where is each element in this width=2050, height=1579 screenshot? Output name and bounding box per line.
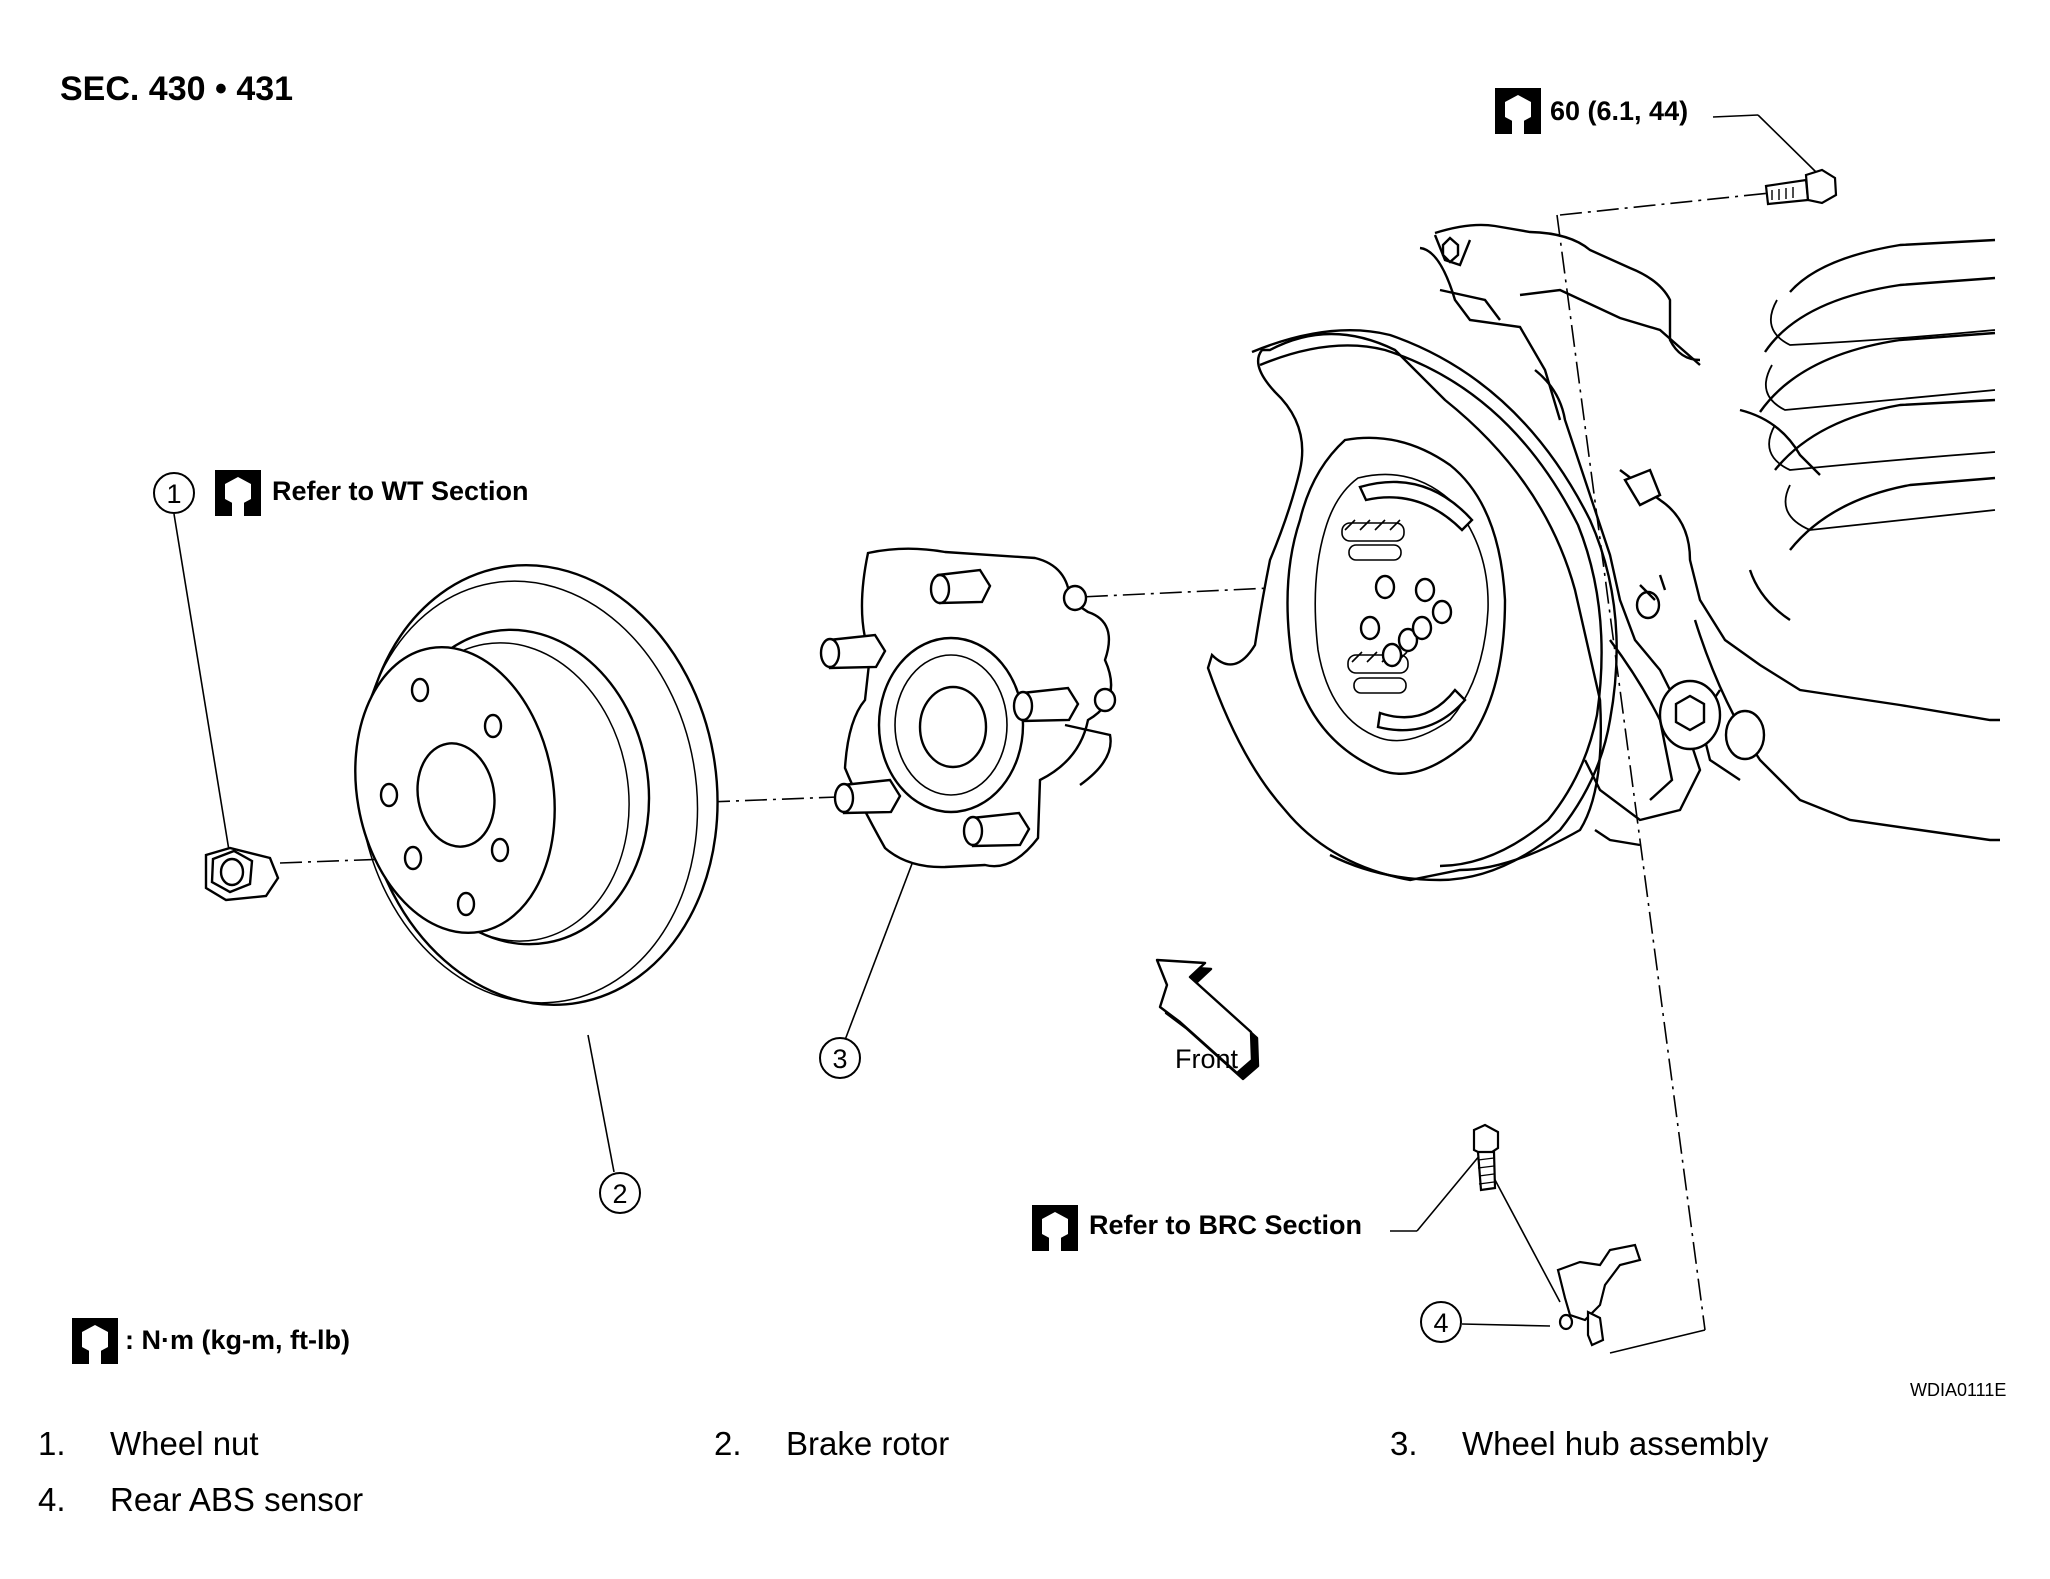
- callout-2: 2: [599, 1172, 641, 1214]
- dust-shield-part: [1251, 329, 1618, 882]
- callout-4: 4: [1420, 1301, 1462, 1343]
- torque-wrench-icon: [1032, 1205, 1078, 1251]
- torque-wrench-icon: [215, 470, 261, 516]
- wheel-nut-part: [204, 846, 280, 902]
- legend-item-label: Rear ABS sensor: [110, 1481, 364, 1518]
- torque-unit-legend: : N·m (kg-m, ft-lb): [125, 1325, 350, 1355]
- callout-3: 3: [819, 1037, 861, 1079]
- front-label: Front: [1175, 1044, 1239, 1074]
- legend-item-label: Wheel hub assembly: [1462, 1425, 1769, 1462]
- backing-plate-part: [1206, 332, 1603, 882]
- torque-spec-wt: Refer to WT Section: [272, 476, 529, 506]
- torque-spec-brc: Refer to BRC Section: [1089, 1210, 1363, 1240]
- section-title: SEC. 430 • 431: [60, 70, 294, 108]
- torque-wrench-icon: [72, 1318, 118, 1364]
- torque-wrench-icon: [1495, 88, 1541, 134]
- callout-1: 1: [153, 472, 195, 514]
- wheel-hub-part: [819, 547, 1117, 869]
- figure-code: WDIA0111E: [1910, 1380, 2007, 1400]
- legend-item-label: Brake rotor: [786, 1425, 950, 1462]
- front-direction-arrow-icon: [1155, 958, 1260, 1081]
- svg-text:2: 2: [612, 1179, 627, 1209]
- torque-spec-top: 60 (6.1, 44): [1550, 96, 1689, 126]
- abs-sensor-part: [1472, 1123, 1642, 1347]
- knuckle-bolt-part: [1764, 168, 1838, 206]
- legend-item-label: Wheel nut: [110, 1425, 259, 1462]
- svg-text:4: 4: [1433, 1308, 1448, 1338]
- suspension-assembly-part: [1419, 223, 2000, 847]
- svg-text:1: 1: [166, 479, 181, 509]
- brake-rotor-part: [354, 564, 719, 1006]
- svg-text:3: 3: [832, 1044, 847, 1074]
